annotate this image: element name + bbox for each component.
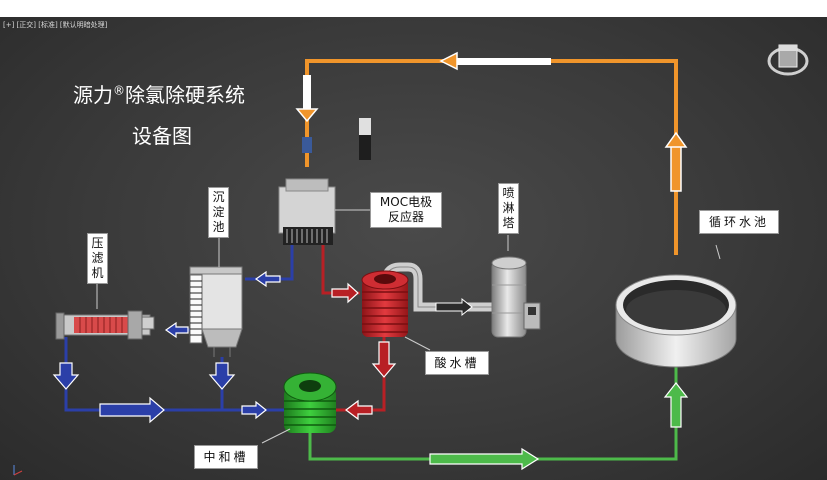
- label-sediment-char: 淀: [212, 205, 225, 219]
- label-filter-press: 压 滤 机: [87, 233, 108, 284]
- neutral-tank: [261, 372, 337, 444]
- orange-arrow-up: [664, 131, 688, 192]
- label-acid-tank: 酸水槽: [425, 351, 489, 375]
- viewcube-icon: [767, 44, 809, 76]
- green-arrows: [429, 382, 689, 471]
- label-moc-line1: MOC电极: [379, 195, 433, 209]
- label-filter-char: 机: [91, 266, 104, 280]
- filter-press: [55, 310, 155, 340]
- label-filter-char: 滤: [91, 251, 104, 265]
- moc-reactor: [278, 178, 370, 245]
- spray-tower: [491, 235, 541, 338]
- diagram-title-line2: 设备图: [132, 124, 192, 148]
- label-moc-reactor: MOC电极 反应器: [370, 192, 442, 228]
- gauge: [359, 118, 371, 160]
- label-moc-line2: 反应器: [387, 210, 424, 224]
- circulation-pool: [615, 244, 737, 368]
- label-circulation-pool: 循环水池: [699, 210, 779, 234]
- valve: [302, 137, 312, 153]
- label-sediment-char: 池: [212, 220, 225, 234]
- label-tower-char: 塔: [502, 216, 515, 230]
- label-filter-char: 压: [91, 236, 104, 250]
- diagram-canvas: [13, 44, 809, 476]
- acid-tank: [361, 270, 431, 351]
- label-neutral-tank: 中和槽: [194, 445, 258, 469]
- orange-arrow-top: [439, 51, 551, 71]
- axis-gizmo-icon: [13, 465, 23, 476]
- orange-arrow-down: [295, 75, 319, 123]
- brand-name: 源力: [73, 83, 113, 107]
- title-rest: 除氯除硬系统: [125, 83, 245, 107]
- label-tower-char: 喷: [502, 186, 515, 200]
- label-spray-tower: 喷 淋 塔: [498, 183, 519, 234]
- viewport-label[interactable]: [+] [正交] [标准] [默认明暗处理]: [3, 21, 108, 29]
- registered-mark: ®: [113, 83, 125, 98]
- label-sediment: 沉 淀 池: [208, 187, 229, 238]
- diagram-title-line1: 源力®除氯除硬系统: [73, 79, 245, 108]
- viewport: [+] [正交] [标准] [默认明暗处理] 源力®除氯除硬系统 设备图 MOC…: [0, 17, 827, 480]
- sediment-tank: [189, 266, 243, 357]
- blue-arrows: [52, 270, 281, 424]
- label-sediment-char: 沉: [212, 190, 225, 204]
- red-arrows: [331, 282, 397, 421]
- label-tower-char: 淋: [502, 201, 515, 215]
